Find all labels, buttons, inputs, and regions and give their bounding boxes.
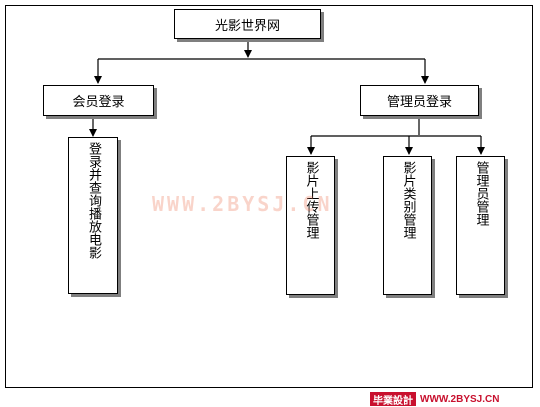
- admin-leaf-upload-node: 影片上传管理: [286, 156, 335, 295]
- admin-login-label: 管理员登录: [386, 95, 452, 110]
- root-node: 光影世界网: [174, 9, 321, 39]
- member-leaf-label: 登录并查询播放电影: [86, 142, 101, 259]
- admin-leaf-category-node: 影片类别管理: [383, 156, 432, 295]
- admin-leaf-admin-node: 管理员管理: [456, 156, 505, 295]
- admin-leaf-category-label: 影片类别管理: [400, 161, 416, 239]
- member-login-label: 会员登录: [72, 95, 125, 110]
- member-leaf-node: 登录并查询播放电影: [68, 137, 118, 294]
- footer-watermark: 毕業設計 WWW.2BYSJ.CN: [370, 392, 500, 407]
- root-node-label: 光影世界网: [214, 18, 280, 34]
- footer-badge: 毕業設計: [370, 392, 416, 407]
- watermark-text: WWW.2BYSJ.CN: [152, 192, 333, 216]
- footer-url: WWW.2BYSJ.CN: [420, 393, 500, 405]
- admin-leaf-admin-label: 管理员管理: [473, 161, 489, 226]
- member-login-node: 会员登录: [43, 85, 154, 116]
- admin-leaf-upload-label: 影片上传管理: [303, 161, 319, 239]
- admin-login-node: 管理员登录: [360, 85, 479, 116]
